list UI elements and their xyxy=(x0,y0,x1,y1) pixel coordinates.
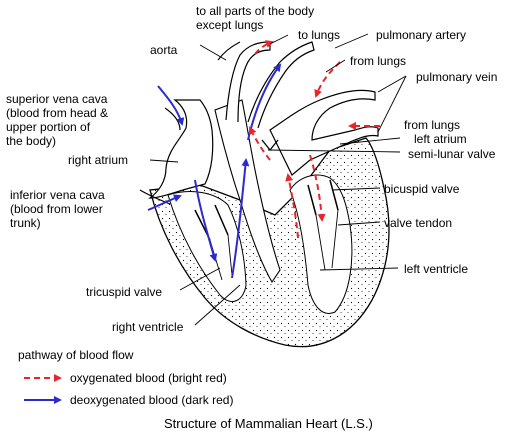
label-from-lungs-right: from lungs xyxy=(404,118,461,132)
inferior-vena-cava xyxy=(139,189,171,205)
label-bicuspid-valve: bicuspid valve xyxy=(384,182,460,196)
right-atrium-wall xyxy=(148,99,214,199)
label-from-lungs-top: from lungs xyxy=(350,54,407,68)
label-inferior-vena-cava: inferior vena cava (blood from lower tru… xyxy=(10,188,105,230)
label-aorta: aorta xyxy=(150,43,178,57)
valve-tendons xyxy=(209,209,339,281)
label-pulmonary-vein: pulmonary vein xyxy=(416,70,498,84)
legend-title: pathway of blood flow xyxy=(18,348,134,362)
legend-oxygenated-label: oxygenated blood (bright red) xyxy=(70,371,227,385)
left-atrium-wall xyxy=(269,89,379,176)
leader-lines xyxy=(149,33,407,326)
label-superior-vena-cava: superior vena cava (blood from head & up… xyxy=(6,92,109,148)
label-to-all-parts: to all parts of the body except lungs xyxy=(196,4,315,32)
label-tricuspid-valve: tricuspid valve xyxy=(86,285,163,299)
label-to-lungs: to lungs xyxy=(298,28,341,42)
label-right-ventricle: right ventricle xyxy=(112,320,184,334)
legend-deoxygenated-label: deoxygenated blood (dark red) xyxy=(70,393,234,407)
label-pulmonary-artery: pulmonary artery xyxy=(376,28,467,42)
superior-vena-cava xyxy=(164,107,181,131)
diagram-caption: Structure of Mammalian Heart (L.S.) xyxy=(164,416,373,431)
bicuspid-valve-flaps xyxy=(307,179,339,216)
label-valve-tendon: valve tendon xyxy=(384,216,453,230)
label-left-atrium: left atrium xyxy=(414,132,467,146)
right-ventricle-cavity xyxy=(167,191,247,303)
pulmonary-artery xyxy=(247,41,315,129)
septum xyxy=(214,99,281,284)
aorta-inner xyxy=(217,41,241,61)
label-right-atrium: right atrium xyxy=(68,153,129,167)
label-semi-lunar-valve: semi-lunar valve xyxy=(408,147,496,161)
label-left-ventricle: left ventricle xyxy=(404,262,469,276)
